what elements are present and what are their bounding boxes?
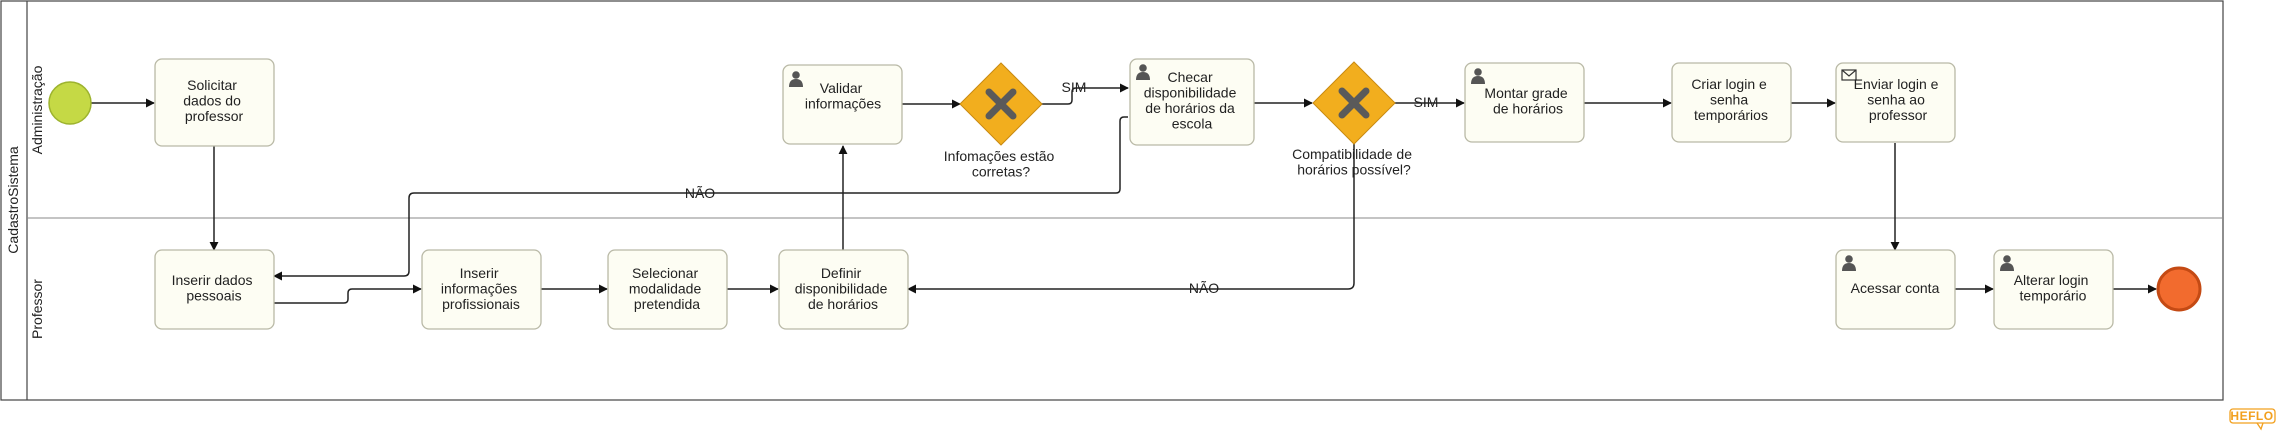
- task-inserir-informacoes-profissionais[interactable]: Inserir informações profissionais: [421, 249, 542, 330]
- end-event[interactable]: [2156, 266, 2202, 312]
- svg-text:Alterar login temporário: Alterar login temporário: [2014, 272, 2093, 304]
- flow-gateway1-sim: [1040, 83, 1129, 105]
- svg-text:Criar login e senha: Criar login e senha temporários: [1691, 76, 1770, 123]
- svg-text:Definir disponibilidade: Definir disponibilidade de horários: [795, 265, 892, 312]
- x-icon: [985, 88, 1017, 120]
- gateway-label-compatibilidade: Compatibilidade de horários possível?: [1292, 146, 1416, 178]
- svg-text:Montar grade de horários: Montar grade de horários: [1484, 85, 1571, 117]
- flow-label-nao-1: NÃO: [685, 185, 715, 201]
- svg-text:Inserir dados pessoais: Inserir dados pessoais: [172, 272, 257, 304]
- gateway-informacoes-corretas[interactable]: [959, 62, 1043, 146]
- gateway-compatibilidade-horarios[interactable]: [1312, 61, 1396, 145]
- task-enviar-login[interactable]: Enviar login e senha ao professor: [1835, 62, 1956, 143]
- flow-label-nao-2: NÃO: [1189, 280, 1219, 296]
- task-criar-login[interactable]: Criar login e senha temporários: [1671, 62, 1792, 143]
- lane-label-administracao: Administração: [29, 65, 45, 154]
- svg-text:Validar informações: Validar informações: [805, 80, 881, 112]
- heflo-logo: HEFLO: [2229, 408, 2276, 431]
- task-selecionar-modalidade[interactable]: Selecionar modalidade pretendida: [607, 249, 728, 330]
- svg-text:HEFLO: HEFLO: [2230, 409, 2273, 423]
- sequence-flows: [91, 83, 2157, 304]
- svg-text:Selecionar modalidade: Selecionar modalidade pretendida: [629, 265, 705, 312]
- envelope-icon: [1841, 69, 1857, 81]
- task-alterar-login[interactable]: Alterar login temporário: [1993, 249, 2114, 330]
- task-acessar-conta[interactable]: Acessar conta: [1835, 249, 1956, 330]
- flow-label-sim-2: SIM: [1414, 94, 1439, 110]
- user-icon: [1842, 255, 1856, 271]
- svg-text:Inserir informações: Inserir informações profissionais: [441, 265, 521, 312]
- task-inserir-dados-pessoais[interactable]: Inserir dados pessoais: [154, 249, 275, 330]
- lane-label-professor: Professor: [29, 279, 45, 339]
- start-event[interactable]: [48, 81, 92, 125]
- svg-text:Enviar login e senha ao: Enviar login e senha ao professor: [1854, 76, 1943, 123]
- flow-inserir-to-infoprof: [274, 284, 422, 304]
- svg-text:Checar disponibilidade: Checar disponibilidade de horários da es…: [1144, 69, 1241, 132]
- user-icon: [1136, 64, 1150, 80]
- task-definir-disponibilidade[interactable]: Definir disponibilidade de horários: [778, 249, 909, 330]
- task-montar-grade[interactable]: Montar grade de horários: [1464, 62, 1585, 143]
- task-solicitar-dados[interactable]: Solicitar dados do professor: [154, 58, 275, 147]
- task-checar-disponibilidade[interactable]: Checar disponibilidade de horários da es…: [1129, 58, 1255, 146]
- gateway-label-informacoes: Infomações estão corretas?: [944, 148, 1058, 180]
- flow-gateway2-nao: [907, 144, 1355, 294]
- pool: CadastroSistema Administração Professor: [0, 0, 2224, 401]
- pool-label: CadastroSistema: [5, 146, 21, 254]
- x-icon: [1338, 87, 1370, 119]
- user-icon: [1471, 68, 1485, 84]
- flow-label-sim-1: SIM: [1062, 79, 1087, 95]
- user-icon: [2000, 255, 2014, 271]
- svg-text:Acessar conta: Acessar conta: [1851, 280, 1940, 296]
- svg-text:Solicitar dados do: Solicitar dados do professor: [183, 77, 245, 124]
- user-icon: [789, 71, 803, 87]
- flow-gateway1-nao: [273, 116, 1128, 281]
- task-validar-informacoes[interactable]: Validar informações: [782, 64, 903, 145]
